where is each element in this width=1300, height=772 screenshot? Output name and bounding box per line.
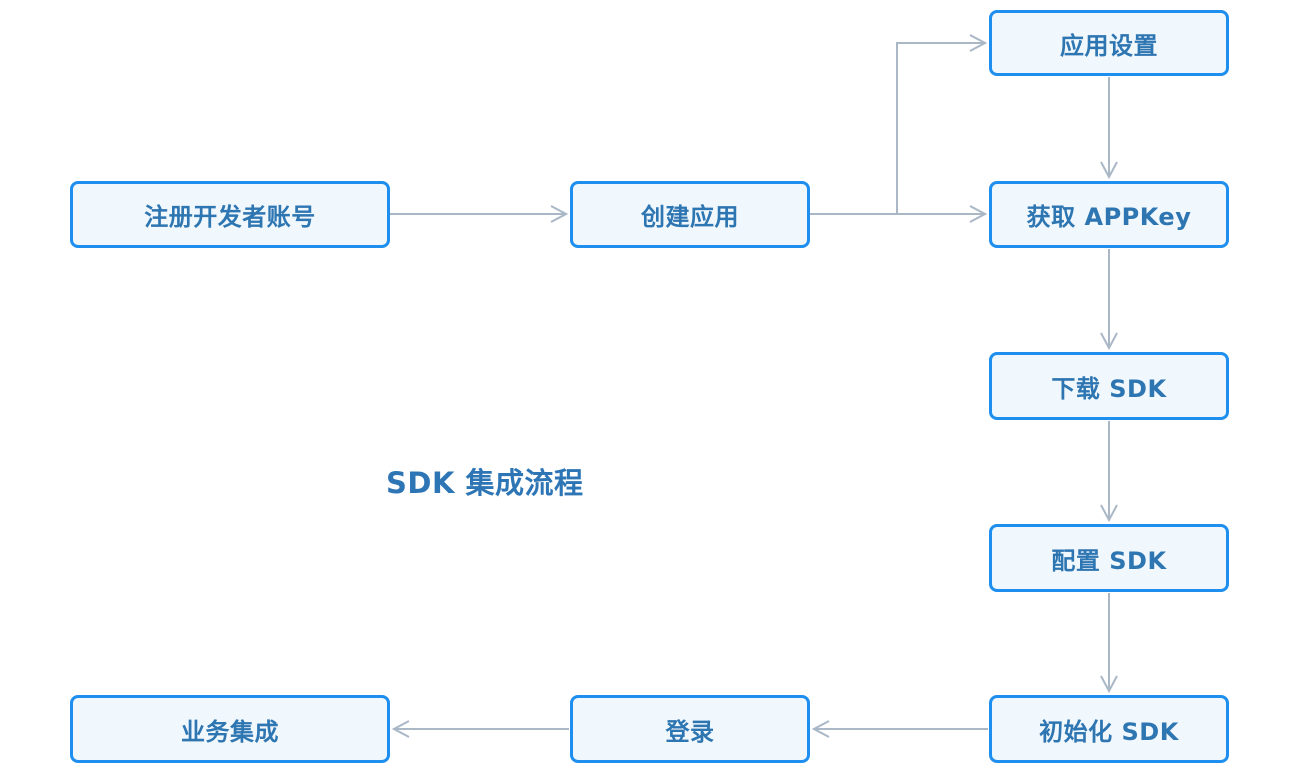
edge-create-to-settings <box>896 43 985 213</box>
node-get-appkey-label: 获取 APPKey <box>1026 203 1192 231</box>
node-login[interactable]: 登录 <box>570 695 810 763</box>
node-init-sdk[interactable]: 初始化 SDK <box>989 695 1229 763</box>
node-register-developer-account-label: 注册开发者账号 <box>144 203 316 231</box>
node-create-app-label: 创建应用 <box>641 203 739 231</box>
node-download-sdk[interactable]: 下载 SDK <box>989 352 1229 420</box>
node-business-integration[interactable]: 业务集成 <box>70 695 390 763</box>
node-init-sdk-label: 初始化 SDK <box>1039 717 1179 746</box>
node-download-sdk-label: 下载 SDK <box>1051 374 1167 403</box>
node-create-app[interactable]: 创建应用 <box>570 181 810 248</box>
node-app-settings[interactable]: 应用设置 <box>989 10 1229 76</box>
node-get-appkey[interactable]: 获取 APPKey <box>989 181 1229 248</box>
node-app-settings-label: 应用设置 <box>1060 31 1158 60</box>
node-login-label: 登录 <box>665 717 715 746</box>
node-business-integration-label: 业务集成 <box>181 717 279 746</box>
node-configure-sdk[interactable]: 配置 SDK <box>989 524 1229 592</box>
node-register-developer-account[interactable]: 注册开发者账号 <box>70 181 390 248</box>
node-configure-sdk-label: 配置 SDK <box>1051 546 1167 575</box>
diagram-title: SDK 集成流程 <box>386 466 584 500</box>
